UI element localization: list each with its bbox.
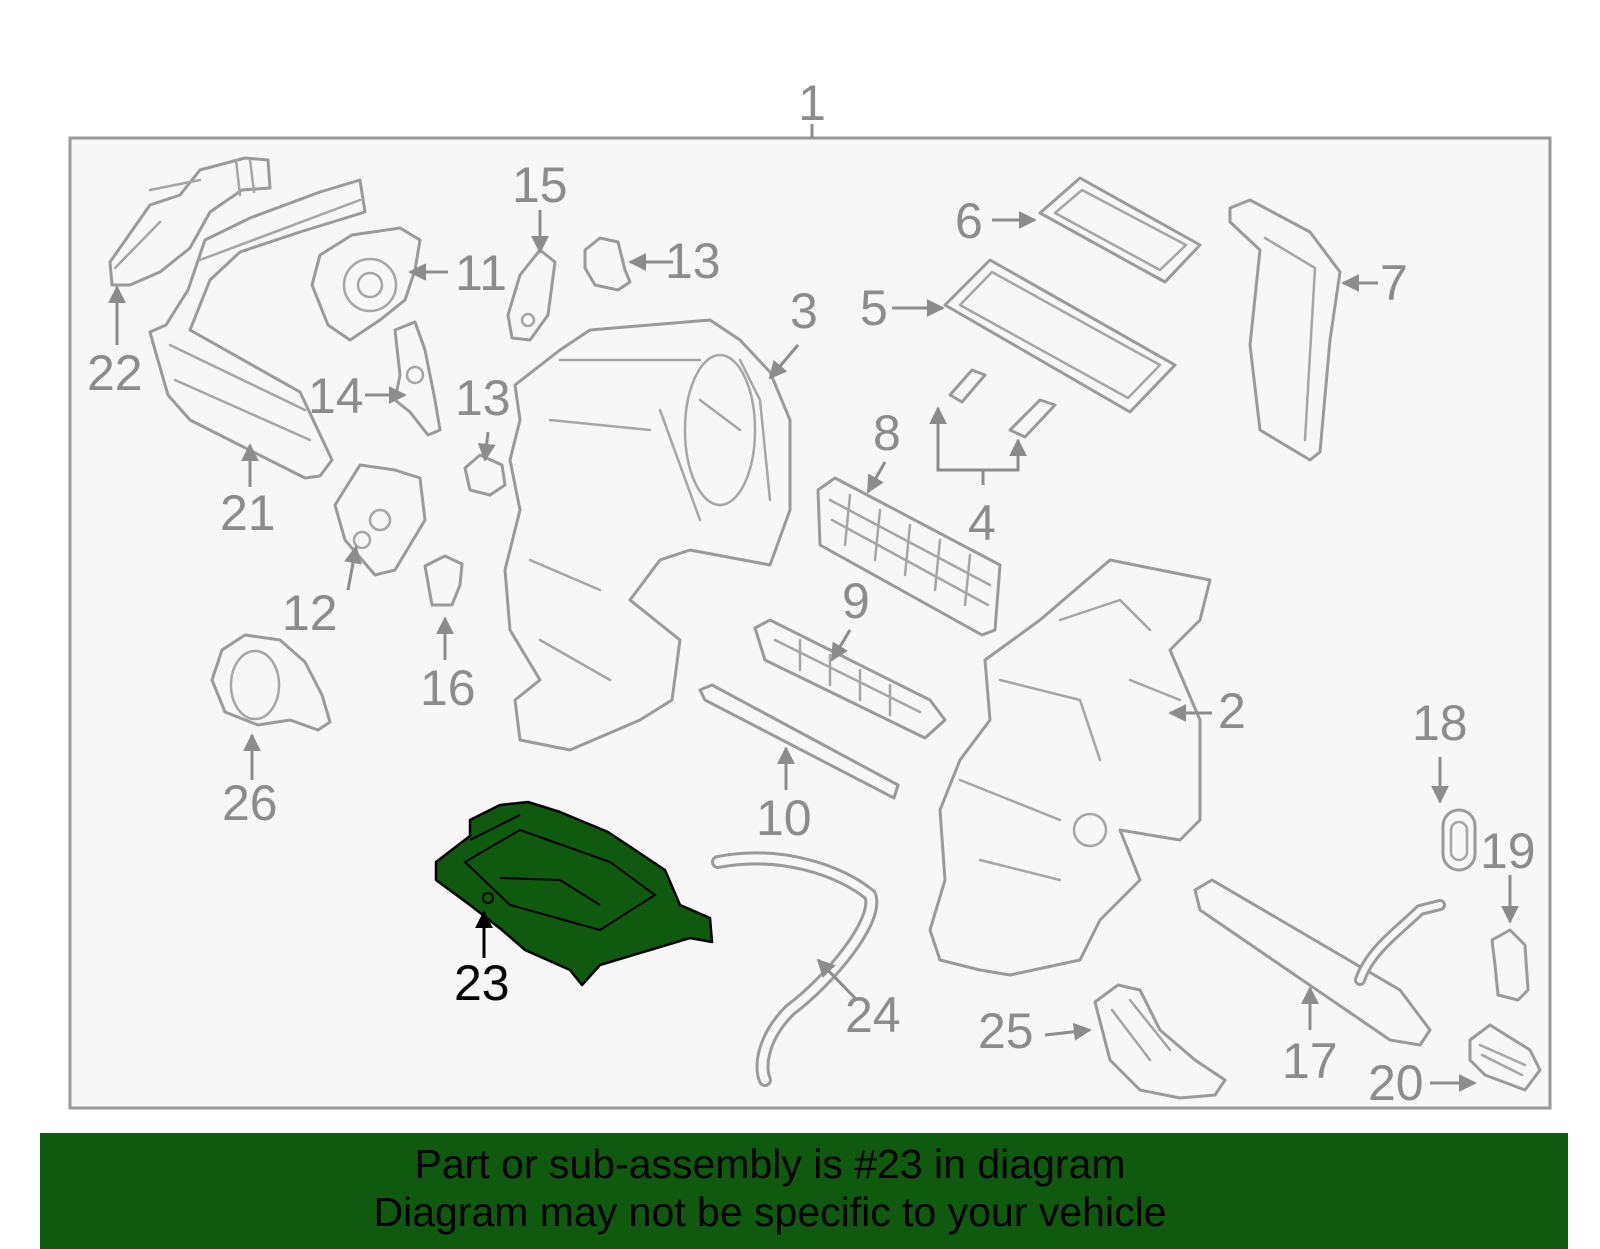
part-24-drain-hose[interactable]: [711, 851, 879, 1087]
part-9-duct[interactable]: [753, 618, 947, 740]
label-20[interactable]: 20: [1368, 1055, 1424, 1111]
part-11-blower-motor[interactable]: [310, 226, 422, 342]
part-23-lower-case-highlighted[interactable]: [434, 800, 714, 987]
label-6[interactable]: 6: [955, 193, 983, 249]
part-13-plug-upper[interactable]: [583, 236, 632, 292]
label-9[interactable]: 9: [842, 573, 870, 629]
label-23[interactable]: 23: [454, 955, 510, 1011]
part-26-blower-housing[interactable]: [210, 633, 332, 732]
part-5-filter[interactable]: [943, 258, 1177, 414]
part-21-heater-core[interactable]: [148, 178, 367, 480]
label-24[interactable]: 24: [845, 987, 901, 1043]
part-18-grommet[interactable]: [1441, 808, 1477, 872]
label-16[interactable]: 16: [420, 660, 476, 716]
part-6-filter-cover[interactable]: [1038, 176, 1202, 284]
label-1: 1: [798, 75, 826, 131]
label-19[interactable]: 19: [1480, 823, 1536, 879]
leader-lines: [108, 210, 1519, 1092]
part-17-heater-tube[interactable]: [1193, 878, 1446, 1047]
label-21[interactable]: 21: [220, 485, 276, 541]
info-banner: Part or sub-assembly is #23 in diagram D…: [40, 1133, 1568, 1249]
part-2-case-right[interactable]: [928, 558, 1212, 977]
banner-line-part-number: Part or sub-assembly is #23 in diagram: [414, 1141, 1126, 1187]
part-22-heater-pipe[interactable]: [108, 156, 272, 287]
part-4-seal-right[interactable]: [1008, 398, 1057, 439]
label-25[interactable]: 25: [978, 1003, 1034, 1059]
label-12[interactable]: 12: [282, 585, 338, 641]
label-13-upper[interactable]: 13: [665, 233, 721, 289]
label-10[interactable]: 10: [756, 790, 812, 846]
part-16-sensor[interactable]: [423, 554, 464, 607]
banner-line-disclaimer: Diagram may not be specific to your vehi…: [373, 1189, 1167, 1235]
part-4-seal-left[interactable]: [948, 368, 987, 404]
label-13-lower[interactable]: 13: [455, 370, 511, 426]
label-8[interactable]: 8: [873, 405, 901, 461]
part-10-rod[interactable]: [698, 683, 900, 800]
label-22[interactable]: 22: [87, 345, 143, 401]
label-11[interactable]: 11: [455, 245, 507, 301]
part-3-case-left[interactable]: [503, 318, 792, 752]
label-7[interactable]: 7: [1380, 255, 1408, 311]
label-15[interactable]: 15: [512, 157, 568, 213]
part-25-duct-piece[interactable]: [1093, 983, 1227, 1100]
part-20-connector[interactable]: [1468, 1023, 1542, 1092]
part-7-duct-cover[interactable]: [1228, 198, 1342, 462]
part-19-clip[interactable]: [1490, 928, 1530, 1002]
label-5[interactable]: 5: [860, 280, 888, 336]
label-4[interactable]: 4: [968, 495, 996, 551]
label-17[interactable]: 17: [1282, 1033, 1338, 1089]
part-8-evaporator[interactable]: [816, 476, 1002, 637]
label-14[interactable]: 14: [308, 368, 364, 424]
label-2[interactable]: 2: [1218, 683, 1246, 739]
label-26[interactable]: 26: [222, 775, 278, 831]
label-18[interactable]: 18: [1412, 695, 1468, 751]
label-3[interactable]: 3: [790, 283, 818, 339]
